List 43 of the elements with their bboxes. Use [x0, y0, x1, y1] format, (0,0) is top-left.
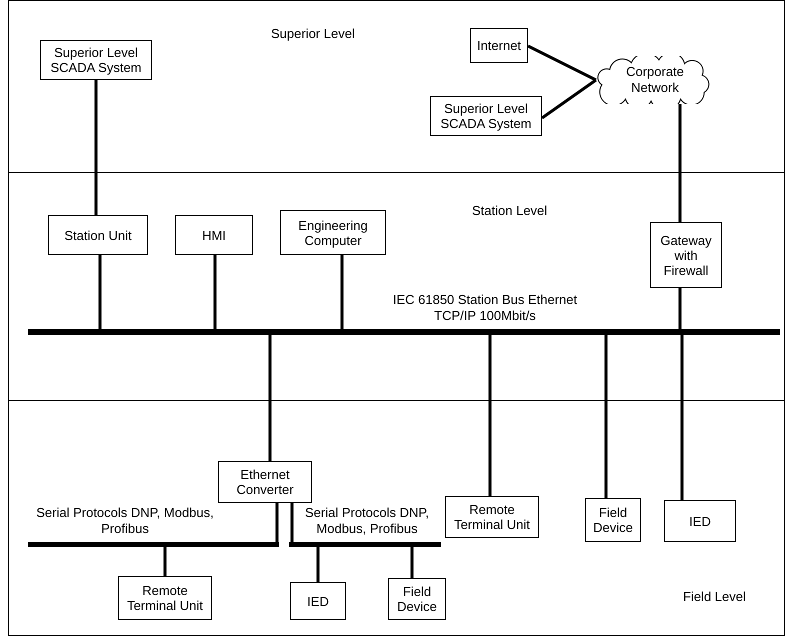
device-box: HMI	[175, 215, 253, 255]
device-box: Gateway with Firewall	[650, 222, 722, 288]
level-band	[8, 172, 785, 401]
device-box: Station Unit	[48, 215, 148, 255]
level-band	[8, 400, 785, 636]
device-box: Field Device	[585, 498, 641, 542]
connection-line	[680, 335, 684, 500]
connection-line	[678, 104, 682, 222]
connection-line	[678, 288, 682, 329]
bus-bar	[28, 542, 279, 547]
connection-line	[340, 255, 344, 329]
level-title: Field Level	[683, 589, 746, 604]
device-box: Ethernet Converter	[218, 461, 312, 503]
connection-line	[98, 255, 102, 329]
device-box: Engineering Computer	[280, 210, 386, 255]
device-box: Superior Level SCADA System	[430, 96, 542, 136]
device-box: IED	[664, 500, 736, 542]
bus-label: IEC 61850 Station Bus Ethernet TCP/IP 100Mbit/s	[392, 292, 578, 324]
connection-line	[604, 335, 608, 498]
bus-bar	[28, 329, 780, 335]
connection-line	[316, 547, 320, 582]
connection-line	[94, 80, 98, 215]
device-box: Superior Level SCADA System	[40, 40, 152, 80]
level-title: Station Level	[472, 203, 548, 218]
device-box: IED	[290, 582, 346, 620]
connection-line	[268, 335, 272, 461]
connection-line	[488, 335, 492, 496]
bus-label: Serial Protocols DNP, Modbus, Profibus	[304, 505, 430, 537]
device-box: Internet	[470, 28, 528, 63]
bus-bar	[289, 542, 441, 547]
connection-line	[410, 547, 414, 578]
device-box: Remote Terminal Unit	[118, 576, 212, 620]
connection-line	[214, 255, 216, 329]
level-band	[8, 0, 785, 173]
device-box: Field Device	[388, 578, 446, 620]
level-title: Superior Level	[271, 26, 355, 41]
connection-line	[276, 503, 278, 542]
connection-line	[527, 44, 597, 82]
connection-line	[164, 547, 166, 576]
connection-line	[290, 503, 294, 542]
device-box: Remote Terminal Unit	[445, 496, 539, 538]
connection-line	[541, 78, 597, 120]
bus-label: Serial Protocols DNP, Modbus, Profibus	[35, 505, 215, 537]
